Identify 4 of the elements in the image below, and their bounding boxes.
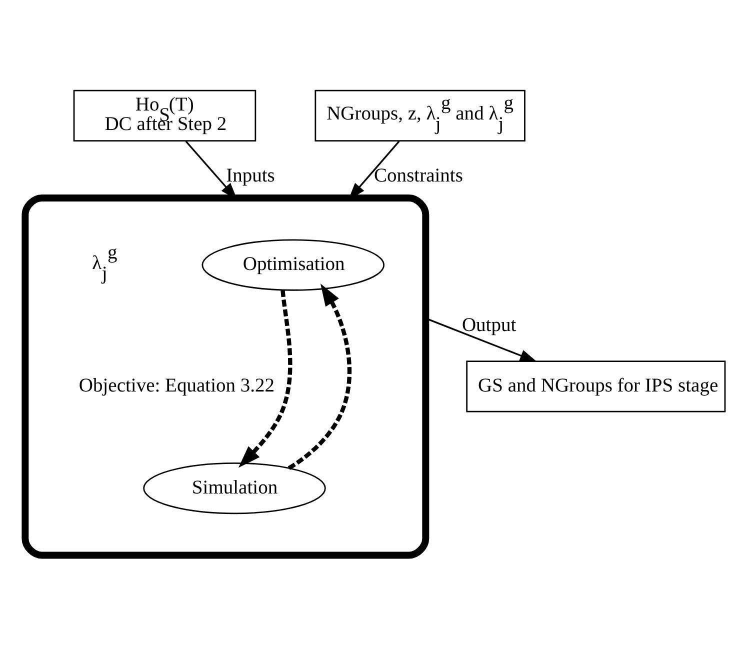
edge-label: Output: [462, 314, 516, 336]
edge-label: Constraints: [374, 166, 463, 187]
edge-label: Inputs: [226, 166, 275, 187]
label: Objective: Equation 3.22: [78, 376, 275, 397]
